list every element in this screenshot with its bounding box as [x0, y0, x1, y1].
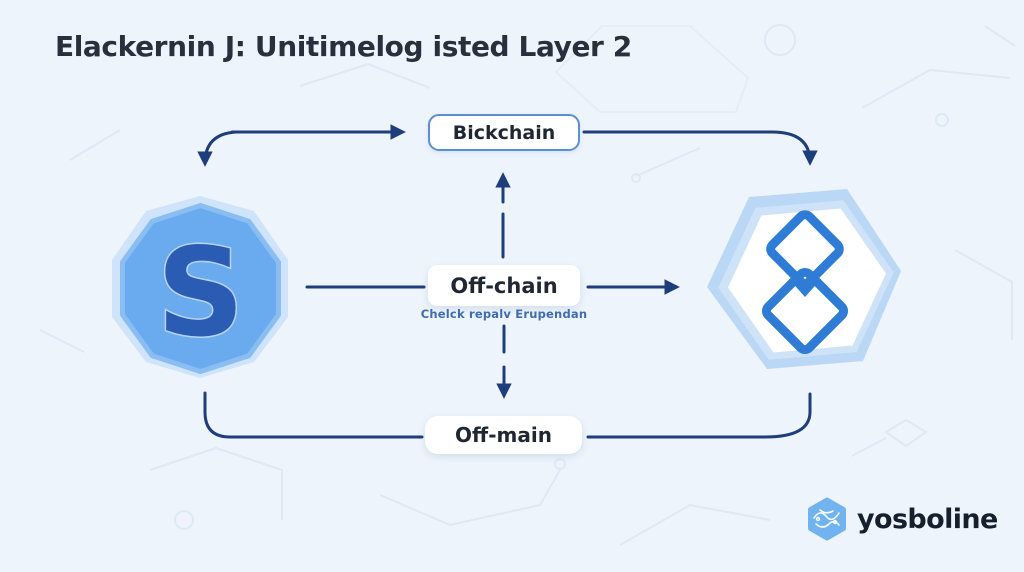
left-token-icon: S — [112, 196, 288, 378]
left-token-body — [120, 203, 281, 374]
right-token-icon — [707, 189, 901, 369]
page-title: Elackernin J: Unitimelog isted Layer 2 — [55, 30, 632, 63]
node-off-chain[interactable]: Off-chain — [428, 265, 580, 306]
right-token-logo — [761, 210, 849, 355]
arrow-topnode-to-right-token — [582, 130, 818, 166]
left-token-letter: S — [157, 222, 245, 364]
brand-logo: yosboline — [806, 497, 998, 541]
node-blockchain[interactable]: Bickchain — [428, 114, 580, 151]
brand-wordmark: yosboline — [857, 503, 998, 535]
arrow-topleft-to-left-token — [197, 130, 238, 167]
line-left-token-to-bottomnode — [203, 391, 424, 439]
node-off-chain-subtitle: Chelck repalv Erupendan — [420, 307, 588, 321]
line-bottomnode-to-right-token — [586, 392, 812, 439]
brand-hexagon-icon — [808, 497, 846, 541]
node-off-main[interactable]: Off-main — [425, 416, 582, 454]
